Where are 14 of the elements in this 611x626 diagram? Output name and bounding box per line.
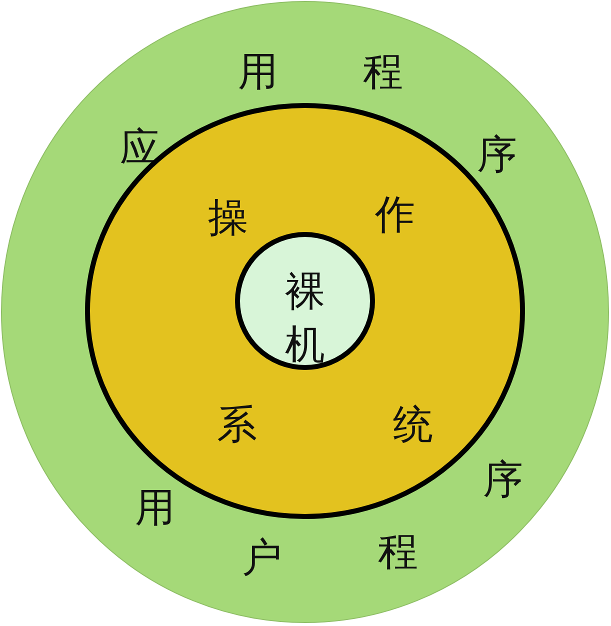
layer-label: 用 [238,52,278,92]
layer-label: 作 [375,195,415,235]
layer-label: 系 [217,405,257,445]
layer-label: 裸 [285,272,325,312]
layer-label: 序 [483,460,523,500]
layer-label: 用 [135,488,175,528]
layer-label: 应 [120,128,160,168]
layer-label: 程 [363,52,403,92]
layer-label: 户 [242,538,282,578]
layer-label: 机 [285,325,325,365]
layer-label: 程 [378,532,418,572]
layer-label: 操 [208,198,248,238]
layer-label: 序 [477,135,517,175]
layer-label: 统 [393,405,433,445]
